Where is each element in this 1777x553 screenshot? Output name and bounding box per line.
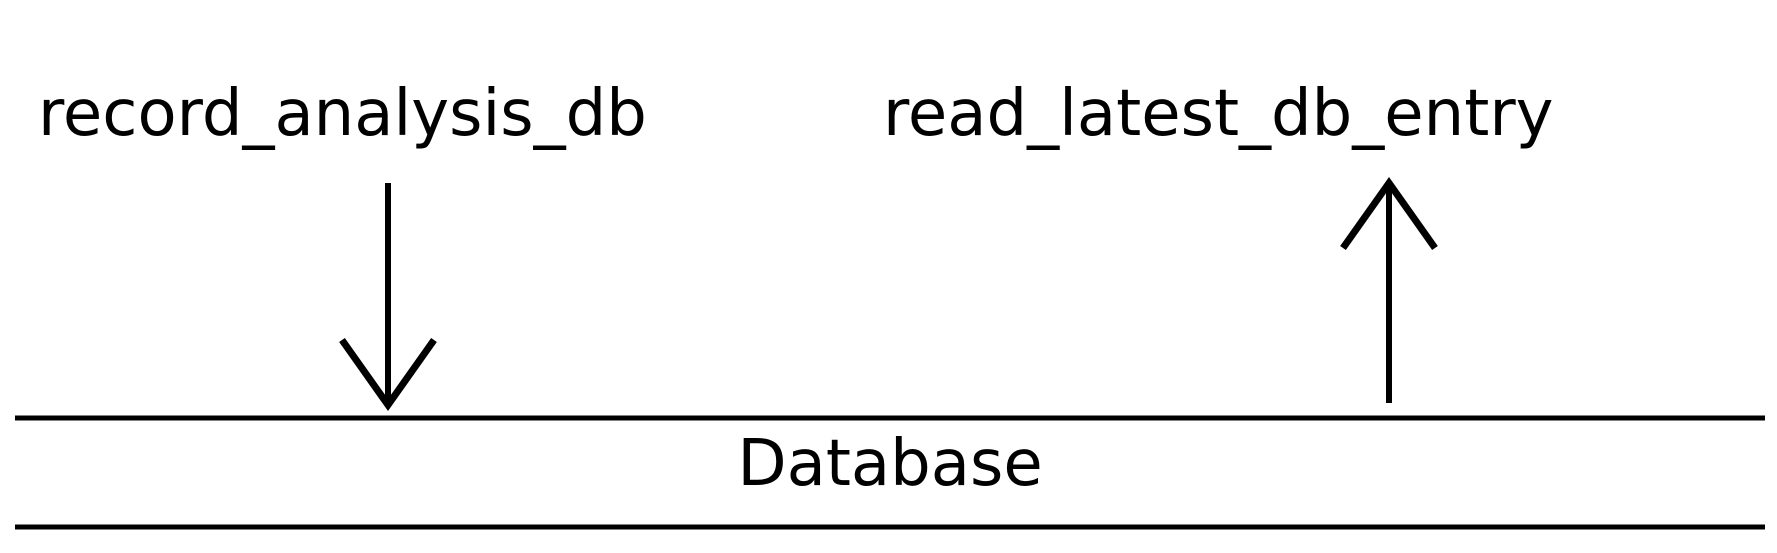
- record-analysis-db-arrow-head: [339, 337, 437, 412]
- record-analysis-db-arrow: [339, 183, 437, 412]
- database-lifeline-label: Database: [737, 427, 1043, 501]
- message-label-record-analysis-db: record_analysis_db: [38, 77, 647, 151]
- read-latest-db-entry-arrow-head: [1340, 176, 1438, 251]
- read-latest-db-entry-arrow: [1340, 176, 1438, 403]
- message-label-read-latest-db-entry: read_latest_db_entry: [883, 77, 1554, 151]
